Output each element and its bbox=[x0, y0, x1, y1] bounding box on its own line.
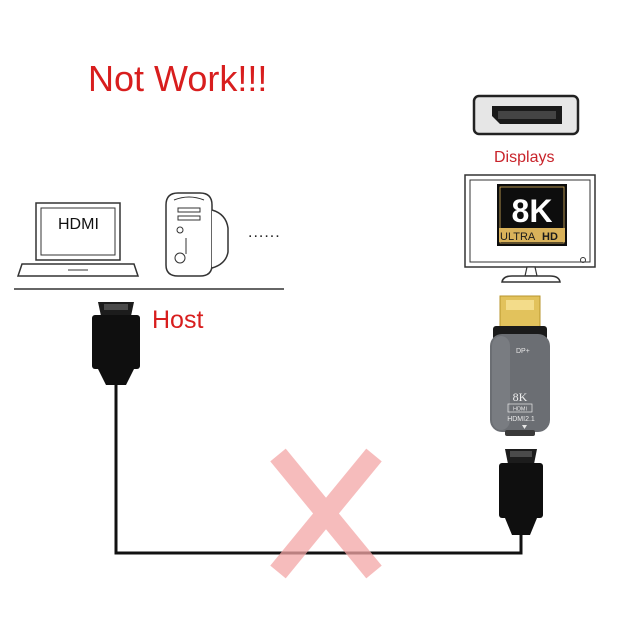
hdmi-plug-icon bbox=[92, 302, 140, 385]
badge-hd-text: HD bbox=[542, 231, 558, 243]
displayport-plug-icon bbox=[493, 295, 547, 340]
laptop-screen-text: HDMI bbox=[58, 216, 99, 233]
badge-8k-text: 8K bbox=[512, 193, 553, 229]
hdmi-plug-icon bbox=[499, 449, 543, 535]
displayport-port-icon bbox=[472, 94, 580, 136]
desktop-tower-icon bbox=[165, 192, 229, 277]
hdmi-cable bbox=[114, 385, 523, 555]
8k-ultrahd-badge: 8K ULTRA HD bbox=[497, 184, 567, 246]
adapter-hdmi-tag: HDMI bbox=[513, 407, 528, 413]
laptop-icon bbox=[16, 202, 140, 277]
cross-mark-icon bbox=[270, 448, 382, 579]
page-title: Not Work!!! bbox=[88, 58, 268, 99]
adapter-dp-label: DP+ bbox=[516, 348, 530, 355]
host-label: Host bbox=[152, 306, 204, 334]
adapter-8k-label: 8K bbox=[513, 390, 528, 404]
adapter-hdmi-version: HDMI2.1 bbox=[507, 416, 535, 423]
displays-label: Displays bbox=[494, 149, 555, 166]
adapter-body: DP+ 8K HDMI HDMI2.1 bbox=[490, 334, 550, 436]
more-sources-ellipsis: ...... bbox=[248, 224, 281, 241]
badge-ultra-text: ULTRA bbox=[500, 231, 536, 243]
